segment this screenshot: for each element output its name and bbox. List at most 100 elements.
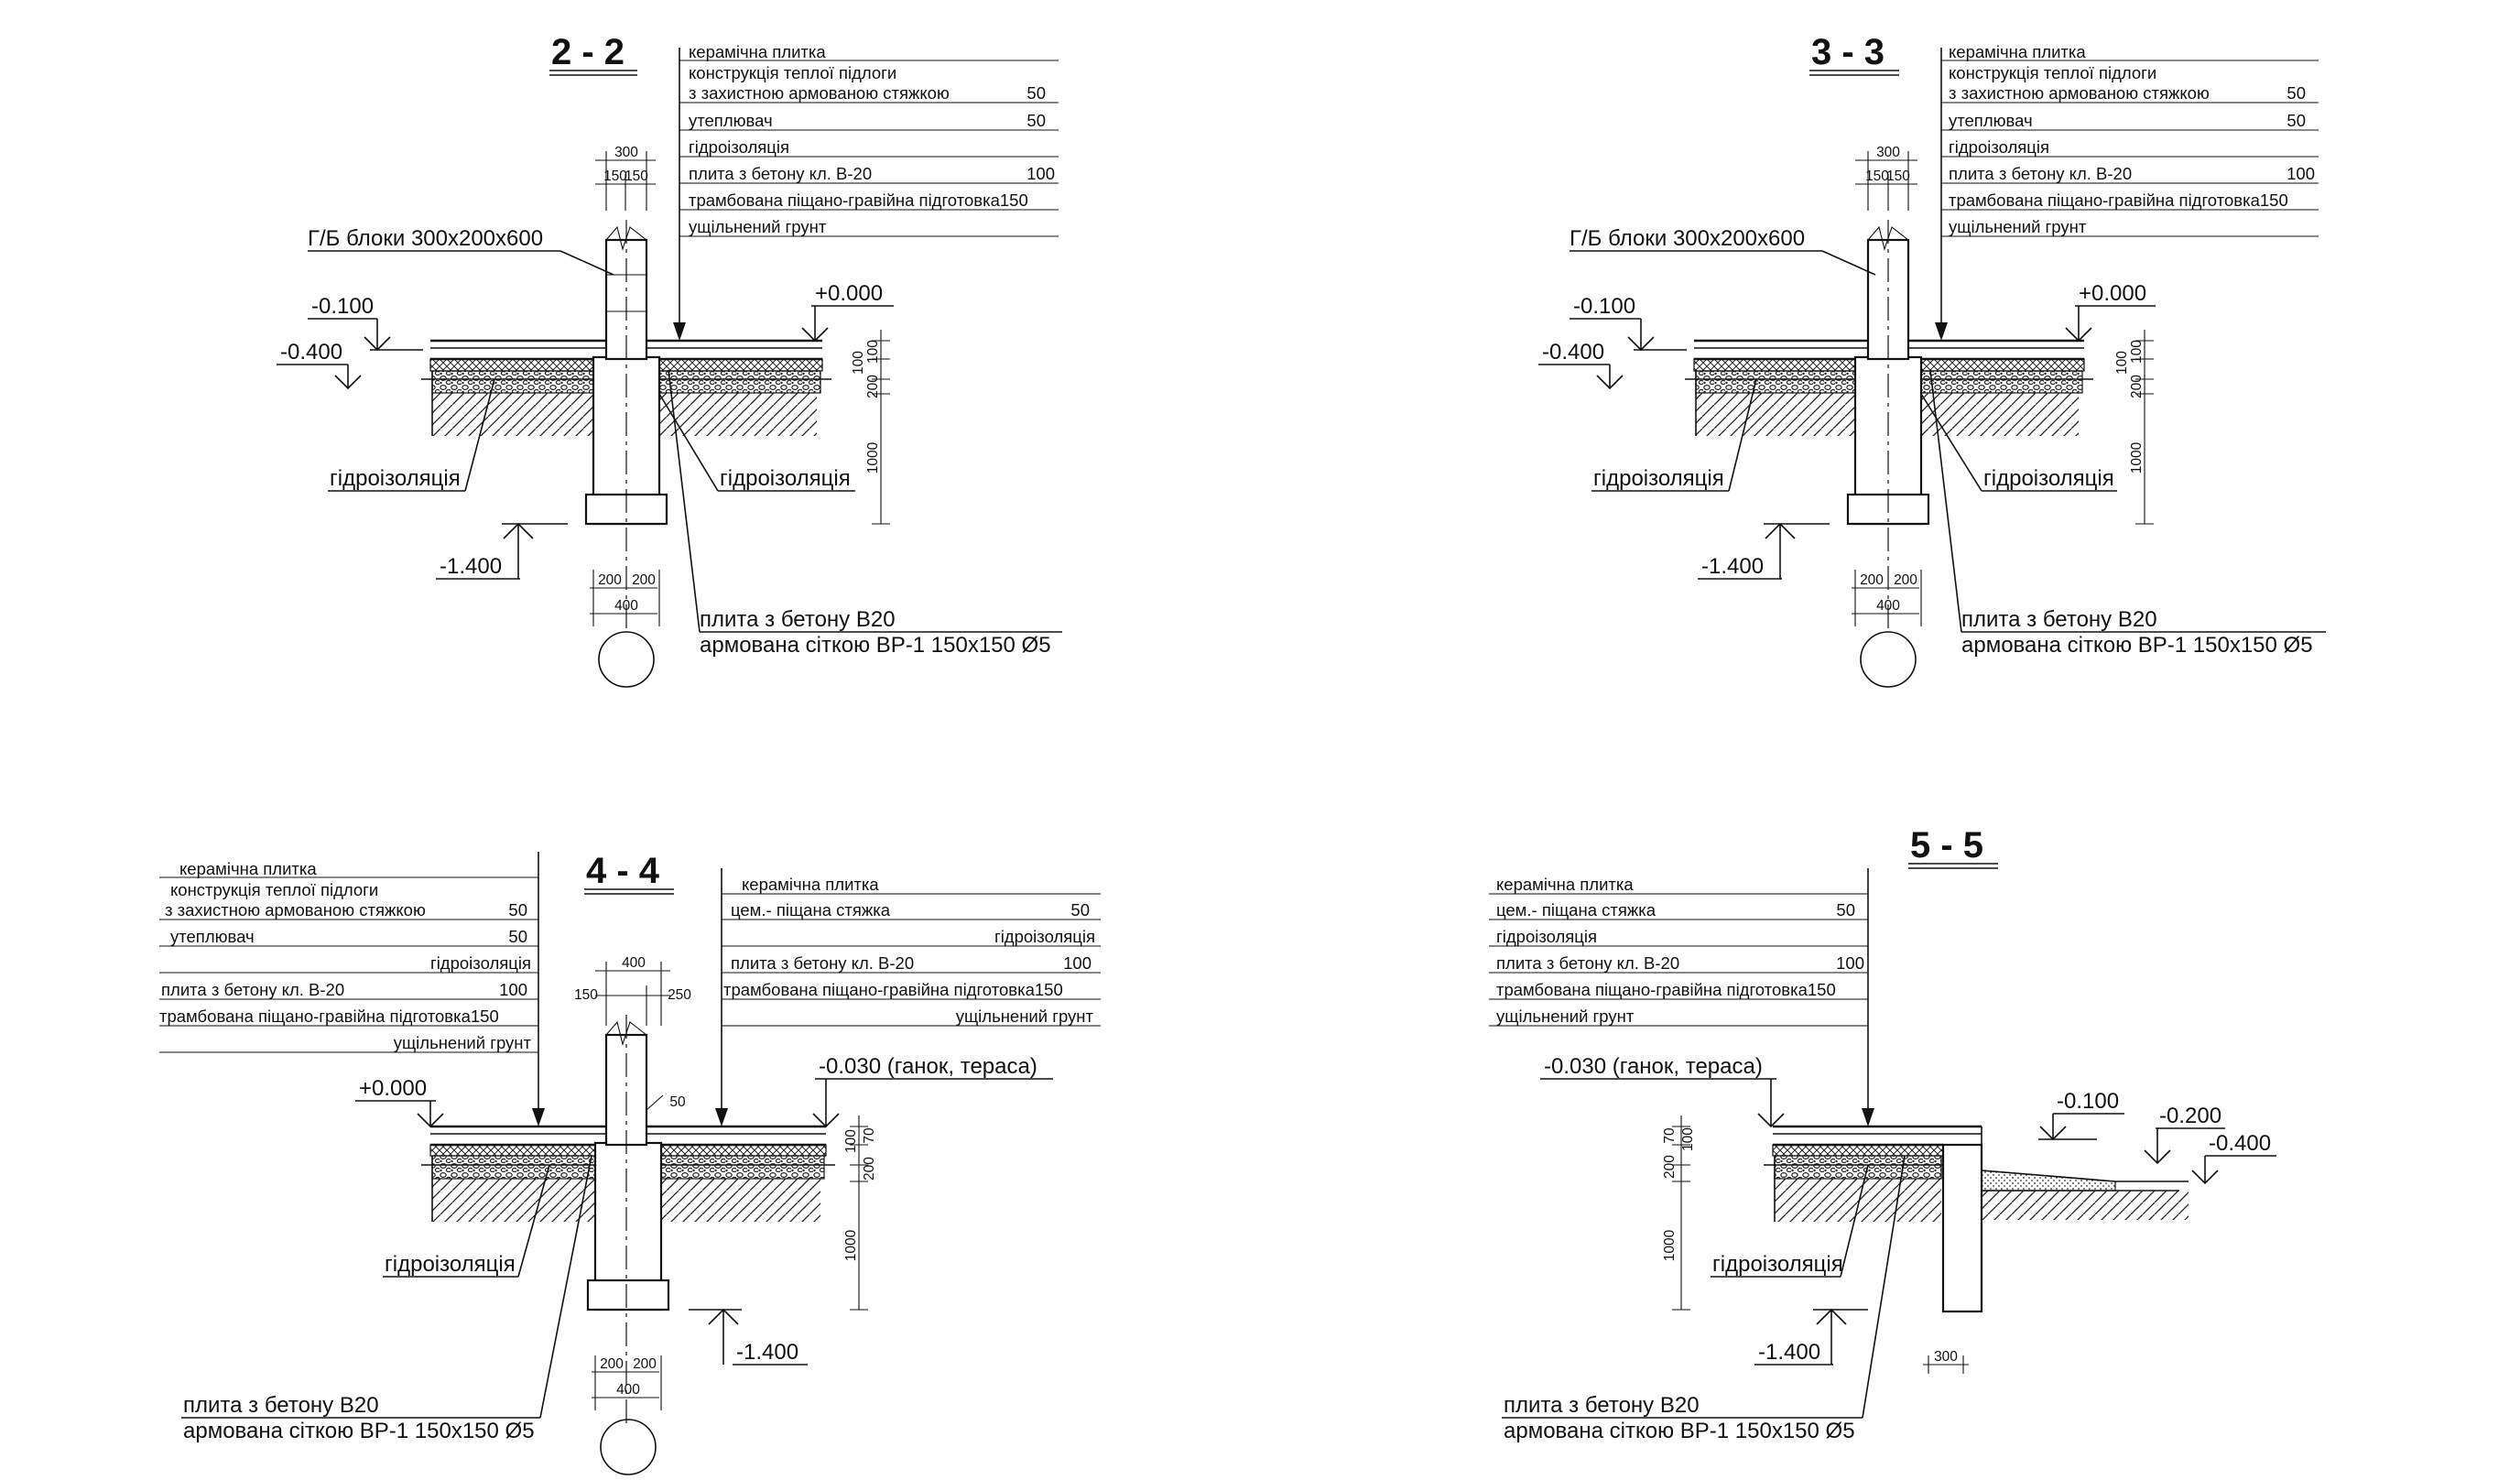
svg-text:керамічна плитка: керамічна плитка bbox=[742, 875, 879, 894]
svg-text:конструкція теплої підлоги: конструкція теплої підлоги bbox=[170, 880, 378, 899]
slab-note: армована сіткою ВР-1 150х150 Ø5 bbox=[1504, 1419, 1855, 1443]
section-marker-circle bbox=[1860, 631, 1917, 688]
svg-text:1000: 1000 bbox=[2129, 441, 2145, 473]
svg-text:-0.100: -0.100 bbox=[1573, 294, 1635, 319]
svg-text:200: 200 bbox=[1662, 1155, 1678, 1179]
svg-text:200: 200 bbox=[2129, 375, 2145, 398]
svg-text:400: 400 bbox=[622, 955, 646, 971]
svg-text:200: 200 bbox=[862, 1157, 877, 1181]
section-title: 4 - 4 bbox=[586, 851, 660, 891]
layer-table-right: керамічна плитка цем.- піщана стяжка 50 … bbox=[722, 875, 1101, 1027]
level-marks: -0.100 -0.400 +0.000 -1.400 bbox=[277, 281, 894, 580]
svg-text:100: 100 bbox=[865, 340, 881, 364]
svg-text:-0.100: -0.100 bbox=[2057, 1089, 2119, 1114]
svg-text:-1.400: -1.400 bbox=[440, 554, 502, 579]
section-4-4: 4 - 4 керамічна плитка конструкція тепло… bbox=[159, 851, 1101, 1475]
svg-text:трамбована піщано-гравійна під: трамбована піщано-гравійна підготовка150 bbox=[1949, 190, 2288, 210]
layer-text: утеплювач bbox=[689, 111, 773, 130]
layer-text: конструкція теплої підлоги bbox=[689, 63, 896, 82]
layer-text: трамбована піщано-гравійна підготовка150 bbox=[689, 190, 1028, 210]
svg-text:150: 150 bbox=[603, 169, 627, 184]
svg-text:150: 150 bbox=[1886, 169, 1910, 184]
svg-text:цем.- піщана стяжка: цем.- піщана стяжка bbox=[1496, 900, 1656, 920]
layer-table: керамічна плитка конструкція теплої підл… bbox=[1941, 42, 2319, 237]
layer-text: плита з бетону кл. В-20 bbox=[689, 164, 872, 183]
layer-text: ущільнений грунт bbox=[689, 217, 827, 236]
layer-value: 50 bbox=[1026, 111, 1046, 130]
svg-text:-0.400: -0.400 bbox=[1542, 340, 1604, 365]
svg-text:200: 200 bbox=[598, 572, 622, 588]
svg-text:ущільнений грунт: ущільнений грунт bbox=[394, 1033, 532, 1052]
waterproofing-label: гідроізоляція bbox=[330, 466, 461, 491]
svg-text:утеплювач: утеплювач bbox=[1949, 111, 2033, 130]
svg-text:100: 100 bbox=[2114, 351, 2130, 375]
svg-text:-1.400: -1.400 bbox=[736, 1340, 798, 1365]
section-title: 2 - 2 bbox=[551, 32, 625, 72]
waterproofing-label: гідроізоляція bbox=[385, 1252, 516, 1277]
svg-text:гідроізоляція: гідроізоляція bbox=[430, 953, 531, 973]
block-label: Г/Б блоки 300х200х600 bbox=[308, 226, 543, 251]
svg-text:50: 50 bbox=[508, 927, 527, 946]
level-marks: +0.000 -0.030 (ганок, тераса) -1.400 bbox=[355, 1054, 1053, 1366]
section-title: 5 - 5 bbox=[1910, 825, 1983, 865]
top-dimensions: 300 150 150 bbox=[595, 145, 656, 211]
svg-text:плита з бетону кл. В-20: плита з бетону кл. В-20 bbox=[731, 953, 914, 973]
svg-text:плита з бетону В20: плита з бетону В20 bbox=[1961, 607, 2157, 632]
top-dimensions: 400 150 250 50 bbox=[574, 955, 691, 1111]
layer-value: 50 bbox=[1026, 83, 1046, 103]
slab-note: плита з бетону В20 bbox=[700, 607, 896, 632]
left-dimensions: 200 70 100 1000 bbox=[1662, 1115, 1696, 1311]
svg-text:150: 150 bbox=[1865, 169, 1889, 184]
section-marker-circle bbox=[600, 1419, 657, 1475]
svg-text:200: 200 bbox=[600, 1356, 624, 1372]
layer-table-left: керамічна плитка конструкція теплої підл… bbox=[159, 859, 538, 1053]
svg-text:300: 300 bbox=[614, 145, 638, 160]
svg-text:цем.- піщана стяжка: цем.- піщана стяжка bbox=[731, 900, 891, 920]
svg-text:150: 150 bbox=[625, 169, 648, 184]
svg-text:1000: 1000 bbox=[865, 441, 881, 473]
svg-text:50: 50 bbox=[508, 900, 527, 920]
svg-text:50: 50 bbox=[1070, 900, 1090, 920]
svg-text:400: 400 bbox=[616, 1382, 640, 1398]
layer-value: 100 bbox=[1026, 164, 1055, 183]
svg-text:100: 100 bbox=[1063, 953, 1092, 973]
section-title: 3 - 3 bbox=[1811, 32, 1885, 72]
svg-text:100: 100 bbox=[843, 1129, 859, 1153]
svg-text:-0.400: -0.400 bbox=[280, 340, 342, 365]
svg-text:-0.400: -0.400 bbox=[2209, 1131, 2271, 1156]
top-dimensions: 300 150 150 bbox=[1855, 145, 1917, 211]
svg-text:200: 200 bbox=[632, 572, 656, 588]
layer-table: керамічна плитка конструкція теплої підл… bbox=[679, 42, 1059, 237]
svg-text:з захистною армованою стяжкою: з захистною армованою стяжкою bbox=[1949, 83, 2210, 103]
svg-text:керамічна плитка: керамічна плитка bbox=[179, 859, 317, 878]
svg-text:+0.000: +0.000 bbox=[359, 1076, 427, 1101]
svg-text:300: 300 bbox=[1876, 145, 1900, 160]
svg-text:70: 70 bbox=[862, 1127, 877, 1144]
svg-text:ущільнений грунт: ущільнений грунт bbox=[1496, 1007, 1635, 1026]
svg-text:400: 400 bbox=[1876, 598, 1900, 614]
right-dimensions: 100 100 200 1000 bbox=[2114, 330, 2154, 525]
section-5-5: 5 - 5 керамічна плитка цем.- піщана стяж… bbox=[1489, 825, 2276, 1443]
svg-text:плита з бетону кл. В-20: плита з бетону кл. В-20 bbox=[1496, 953, 1679, 973]
bottom-dimensions: 300 bbox=[1923, 1349, 1969, 1374]
svg-text:100: 100 bbox=[2129, 340, 2145, 364]
svg-text:150: 150 bbox=[574, 987, 598, 1003]
svg-text:трамбована піщано-гравійна під: трамбована піщано-гравійна підготовка150 bbox=[723, 980, 1063, 999]
svg-text:200: 200 bbox=[1894, 572, 1917, 588]
level-marks: -0.100 -0.400 +0.000 -1.400 bbox=[1538, 281, 2156, 580]
svg-text:гідроізоляція: гідроізоляція bbox=[1983, 466, 2114, 491]
svg-text:керамічна плитка: керамічна плитка bbox=[1949, 42, 2086, 61]
svg-text:100: 100 bbox=[851, 351, 866, 375]
svg-text:1000: 1000 bbox=[1662, 1229, 1678, 1261]
svg-text:50: 50 bbox=[2286, 83, 2306, 103]
svg-text:плита з бетону кл. В-20: плита з бетону кл. В-20 bbox=[1949, 164, 2132, 183]
svg-text:-0.200: -0.200 bbox=[2159, 1104, 2221, 1128]
svg-text:ущільнений грунт: ущільнений грунт bbox=[956, 1007, 1094, 1026]
svg-text:50: 50 bbox=[2286, 111, 2306, 130]
svg-text:-0.100: -0.100 bbox=[311, 294, 374, 319]
svg-text:-0.030 (ганок, тераса): -0.030 (ганок, тераса) bbox=[819, 1054, 1037, 1079]
svg-text:100: 100 bbox=[1680, 1127, 1696, 1151]
svg-text:гідроізоляція: гідроізоляція bbox=[994, 927, 1095, 946]
svg-text:плита з бетону кл. В-20: плита з бетону кл. В-20 bbox=[161, 980, 344, 999]
